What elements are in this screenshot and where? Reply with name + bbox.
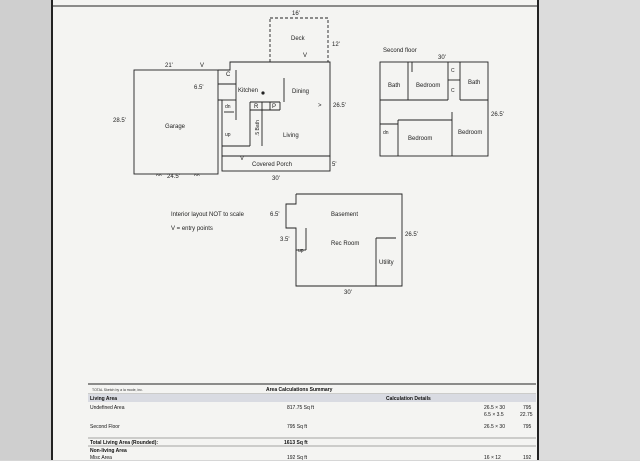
total-living-value: 1613 Sq ft bbox=[284, 440, 308, 446]
living-area-header: Living Area bbox=[90, 396, 118, 402]
sheet-right-border bbox=[537, 0, 539, 460]
bath-left-label: Bath bbox=[388, 83, 400, 89]
row-undefined-result2: 22.75 bbox=[520, 412, 533, 418]
bedroom-top-label: Bedroom bbox=[416, 83, 440, 89]
rec-room-label: Rec Room bbox=[331, 241, 359, 247]
p-label: P bbox=[272, 104, 276, 110]
second-floor-depth-label: 26.5' bbox=[491, 112, 504, 118]
bedroom-bottom-left-label: Bedroom bbox=[408, 136, 432, 142]
non-living-header: Non-living Area bbox=[90, 448, 127, 454]
basement-width-label: 30' bbox=[344, 290, 352, 296]
living-label: Living bbox=[283, 133, 299, 139]
total-living-label: Total Living Area (Rounded): bbox=[90, 440, 159, 446]
garage-outline bbox=[133, 69, 219, 175]
second-floor-title: Second floor bbox=[383, 48, 417, 54]
row-undefined-area: 817.75 Sq ft bbox=[287, 405, 314, 411]
misc-area-value: 192 Sq ft bbox=[287, 455, 308, 461]
garage-label: Garage bbox=[165, 124, 186, 130]
row-undefined-result1: 795 bbox=[523, 405, 532, 411]
main-floor-plan bbox=[133, 17, 331, 175]
second-floor-dn-label: dn bbox=[383, 130, 389, 136]
basement-notch-depth-label: 3.5' bbox=[280, 237, 290, 243]
house-width-label: 30' bbox=[272, 176, 280, 182]
calculation-details-header: Calculation Details bbox=[386, 396, 431, 402]
side-dim-label: 6.5' bbox=[194, 85, 204, 91]
basement-notch-width-label: 6.5' bbox=[270, 212, 280, 218]
row-undefined-label: Undefined Area bbox=[90, 405, 125, 411]
covered-porch-label: Covered Porch bbox=[252, 162, 292, 168]
second-floor-plan bbox=[379, 61, 489, 157]
sketch-credit: TOTAL Sketch by a la mode, inc. bbox=[92, 388, 143, 392]
row-undefined-calc1: 26.5 × 30 bbox=[484, 405, 505, 411]
row-second-floor-calc: 26.5 × 30 bbox=[484, 424, 505, 430]
entry-mark-porch: V bbox=[240, 156, 244, 162]
sheet-left-border bbox=[51, 0, 53, 460]
entry-mark-v: V bbox=[200, 63, 204, 69]
basement-up-label: up bbox=[298, 248, 304, 254]
scale-note: Interior layout NOT to scale bbox=[171, 212, 245, 218]
house-outline bbox=[218, 61, 331, 157]
bath-right-label: Bath bbox=[468, 80, 480, 86]
second-floor-outline bbox=[379, 61, 489, 157]
entry-mark-deck: V bbox=[303, 53, 307, 59]
garage-depth-label: 28.5' bbox=[113, 118, 126, 124]
second-floor-width-label: 30' bbox=[438, 55, 446, 61]
deck-label: Deck bbox=[291, 36, 306, 42]
c-label: C bbox=[226, 72, 231, 78]
basement-label: Basement bbox=[331, 212, 358, 218]
garage-width-label: 21' bbox=[165, 63, 173, 69]
sheet bbox=[52, 0, 538, 460]
left-margin bbox=[0, 0, 52, 460]
summary-header-bar bbox=[88, 394, 536, 402]
half-bath-label: .5 Bath bbox=[255, 120, 261, 136]
basement-depth-label: 26.5' bbox=[405, 232, 418, 238]
closet-label-1: C bbox=[451, 68, 455, 74]
row-second-floor-area: 795 Sq ft bbox=[287, 424, 308, 430]
deck-depth-label: 12' bbox=[332, 42, 340, 48]
basement-outline bbox=[285, 193, 403, 287]
right-margin bbox=[538, 0, 640, 460]
entry-mark-garage-1: ^^ bbox=[156, 174, 162, 180]
misc-area-calc: 16 × 12 bbox=[484, 455, 501, 461]
misc-area-label: Misc Area bbox=[90, 455, 112, 461]
deck-width-label: 16' bbox=[292, 11, 300, 17]
entry-points-note: V = entry points bbox=[171, 226, 213, 232]
row-undefined-calc2: 6.5 × 3.5 bbox=[484, 412, 504, 418]
dining-label: Dining bbox=[292, 89, 309, 95]
row-second-floor-label: Second Floor bbox=[90, 424, 120, 430]
bedroom-right-label: Bedroom bbox=[458, 130, 482, 136]
garage-front-label: 24.5' bbox=[167, 174, 180, 180]
kitchen-fixture-icon bbox=[261, 91, 265, 95]
kitchen-label: Kitchen bbox=[238, 88, 258, 94]
basement-plan bbox=[285, 193, 403, 287]
porch-outline bbox=[221, 155, 331, 172]
up-label: up bbox=[225, 132, 231, 138]
entry-mark-garage-2: ^^ bbox=[194, 174, 200, 180]
closet-label-2: C bbox=[451, 88, 455, 94]
row-second-floor-result: 795 bbox=[523, 424, 532, 430]
r-label: R bbox=[254, 104, 259, 110]
misc-area-result: 192 bbox=[523, 455, 532, 461]
utility-label: Utility bbox=[379, 260, 394, 266]
house-depth-label: 26.5' bbox=[333, 103, 346, 109]
dn-label: dn bbox=[225, 104, 231, 110]
summary-title: Area Calculations Summary bbox=[266, 387, 333, 393]
entry-mark-side: > bbox=[318, 103, 322, 109]
porch-depth-label: 5' bbox=[332, 162, 336, 168]
